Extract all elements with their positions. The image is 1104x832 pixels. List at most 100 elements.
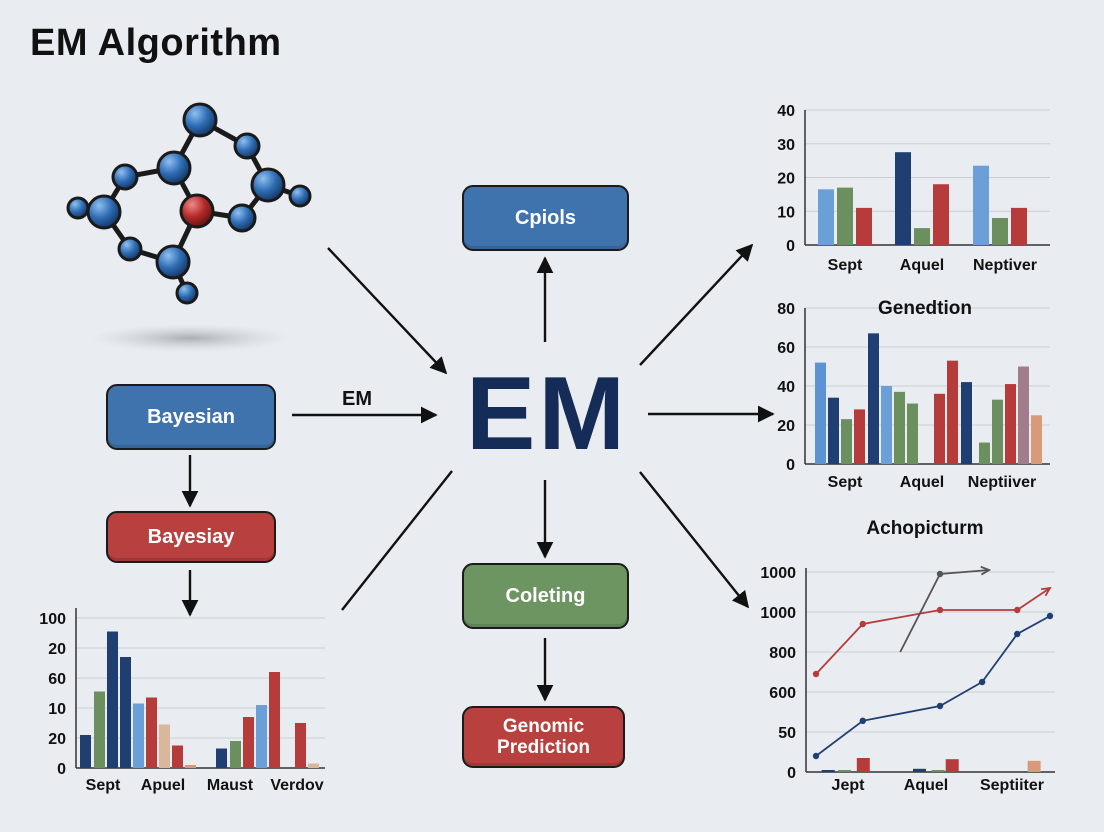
x-tick-label: Aquel	[904, 777, 948, 794]
x-tick-label: Aquel	[900, 474, 944, 491]
bar	[133, 703, 144, 768]
bar	[856, 758, 870, 772]
bar	[914, 228, 930, 245]
bar	[1011, 207, 1027, 245]
y-tick-label: 1000	[760, 605, 796, 622]
bar	[992, 399, 1003, 464]
arrow-em-to-chart-top-right	[639, 243, 754, 366]
bar	[881, 386, 892, 464]
bar	[961, 382, 972, 464]
bar	[243, 717, 254, 768]
bar	[933, 184, 949, 245]
bar	[80, 735, 91, 768]
bar	[94, 691, 105, 768]
bar	[815, 362, 826, 464]
y-tick-label: 40	[777, 103, 795, 120]
data-point	[1014, 630, 1021, 638]
center-em-label: EM	[466, 356, 628, 472]
y-tick-label: 10	[777, 204, 795, 221]
y-tick-label: 60	[777, 340, 795, 357]
y-tick-label: 50	[778, 725, 796, 742]
x-tick-label: Verdov	[270, 777, 323, 794]
y-tick-label: 20	[48, 641, 66, 658]
bar	[818, 189, 834, 245]
data-point	[1014, 606, 1021, 614]
data-point	[978, 678, 986, 686]
arrow-molecule-to-em	[327, 247, 448, 375]
edge-label-em: EM	[342, 388, 372, 410]
line-series	[815, 615, 1051, 757]
y-tick-label: 60	[48, 671, 66, 688]
y-tick-label: 20	[777, 418, 795, 435]
chart-title: Achopicturm	[866, 518, 983, 539]
bar	[185, 765, 196, 768]
line-series	[899, 569, 990, 653]
node-coleting[interactable]: Coleting	[462, 563, 629, 629]
bar	[159, 724, 170, 768]
y-tick-label: 40	[777, 379, 795, 396]
y-tick-label: 0	[786, 457, 795, 474]
arrow-em-to-chart-bottom-right	[639, 471, 750, 609]
data-point	[936, 570, 944, 578]
bar	[821, 770, 835, 772]
node-cpiols[interactable]: Cpiols	[462, 185, 629, 251]
data-point	[936, 702, 944, 710]
bar	[308, 763, 319, 768]
bar	[934, 393, 945, 464]
x-tick-label: Aquel	[900, 257, 944, 274]
bar	[947, 360, 958, 464]
bar	[146, 697, 157, 768]
bar	[973, 165, 989, 245]
data-point	[859, 620, 866, 628]
x-tick-label: Sept	[828, 257, 863, 274]
bar	[894, 391, 905, 464]
y-tick-label: 80	[777, 301, 795, 318]
y-tick-label: 30	[777, 137, 795, 154]
page-title: EM Algorithm	[30, 22, 282, 64]
bar	[907, 403, 918, 464]
bar	[107, 631, 118, 768]
x-tick-label: Apuel	[141, 777, 185, 794]
data-point	[1046, 612, 1054, 620]
y-tick-label: 20	[777, 171, 795, 188]
y-tick-label: 800	[769, 645, 796, 662]
node-genomic-prediction[interactable]: Genomic Prediction	[462, 706, 625, 768]
y-tick-label: 10	[48, 701, 66, 718]
x-tick-label: Sept	[828, 474, 863, 491]
bar	[269, 672, 280, 768]
bar	[856, 207, 872, 245]
bar	[1018, 366, 1029, 464]
bar	[912, 768, 926, 772]
node-bayesiay[interactable]: Bayesiay	[106, 511, 276, 563]
data-point	[812, 670, 820, 678]
x-tick-label: Septiiter	[980, 777, 1044, 794]
x-tick-label: Jept	[832, 777, 866, 794]
data-point	[936, 606, 944, 614]
bar	[895, 152, 911, 245]
molecule-icon	[66, 102, 312, 352]
bar	[931, 770, 945, 772]
bar	[945, 759, 959, 772]
y-tick-label: 0	[787, 765, 796, 782]
bar	[838, 770, 852, 772]
bar	[295, 723, 306, 768]
node-bayesian[interactable]: Bayesian	[106, 384, 276, 450]
chart-title: Genedtion	[878, 298, 972, 319]
x-tick-label: Neptiver	[973, 257, 1037, 274]
bar	[854, 409, 865, 464]
bar	[868, 333, 879, 464]
bar	[1005, 384, 1016, 464]
bar	[841, 419, 852, 464]
bar	[1027, 760, 1041, 772]
molecule-shadow	[90, 324, 290, 352]
bar	[1031, 415, 1042, 464]
bar	[828, 397, 839, 464]
y-tick-label: 0	[786, 238, 795, 255]
molecule-atoms	[66, 102, 312, 305]
x-tick-label: Maust	[207, 777, 254, 794]
y-tick-label: 600	[769, 685, 796, 702]
